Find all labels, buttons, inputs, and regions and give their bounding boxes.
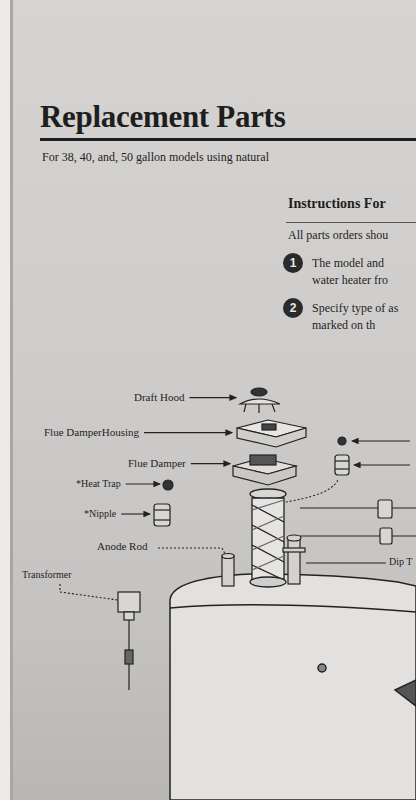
page-text: Specify type of as marked on th xyxy=(312,300,412,335)
leader-line xyxy=(191,463,230,464)
leader-line xyxy=(126,483,160,484)
leader-line xyxy=(354,464,410,465)
callout-number: 1 xyxy=(290,256,297,270)
title-rule xyxy=(40,138,416,141)
page-text: For 38, 40, and, 50 gallon models using … xyxy=(42,150,269,164)
heat-trap xyxy=(163,480,173,490)
part-name: Dip T xyxy=(389,556,412,568)
part-name: Flue DamperHousing xyxy=(44,426,139,439)
leader-line xyxy=(121,513,150,514)
part-name: *Nipple xyxy=(84,508,116,520)
page-text: The model and water heater fro xyxy=(312,255,412,290)
part-name: Transformer xyxy=(22,569,72,581)
page-edge xyxy=(0,0,10,800)
leader-line xyxy=(144,432,232,433)
page-text: Instructions For xyxy=(288,196,386,213)
page-text: All parts orders shou xyxy=(288,228,388,242)
transformer xyxy=(118,592,140,690)
part-name: Draft Hood xyxy=(134,391,184,404)
callout-circle: 2 xyxy=(283,298,303,318)
nipple xyxy=(335,455,349,475)
callout-number: 2 xyxy=(290,301,297,315)
leader-line xyxy=(352,440,410,441)
part-name: *Heat Trap xyxy=(76,478,121,490)
part-name: Anode Rod xyxy=(97,540,147,553)
flue-damper xyxy=(233,455,296,485)
part-name: Flue Damper xyxy=(128,457,186,470)
heat-trap xyxy=(338,437,346,445)
page-shadow xyxy=(10,0,13,800)
leader-line xyxy=(60,584,118,600)
dip-tube xyxy=(283,535,305,584)
flue-damper-housing xyxy=(237,420,306,447)
leader-line xyxy=(306,562,386,563)
flue-baffle xyxy=(250,489,286,587)
section-rule xyxy=(286,222,416,223)
leader-line xyxy=(300,535,416,536)
pipe-fitting xyxy=(378,500,392,544)
nipple xyxy=(154,504,170,526)
leader-line xyxy=(158,548,226,556)
tank xyxy=(170,574,416,800)
leader-line xyxy=(189,397,236,398)
leader-line xyxy=(300,507,416,508)
draft-hood xyxy=(240,388,280,413)
callout-circle: 1 xyxy=(283,253,303,273)
anode-rod xyxy=(222,554,234,587)
page-title: Replacement Parts xyxy=(40,98,285,135)
